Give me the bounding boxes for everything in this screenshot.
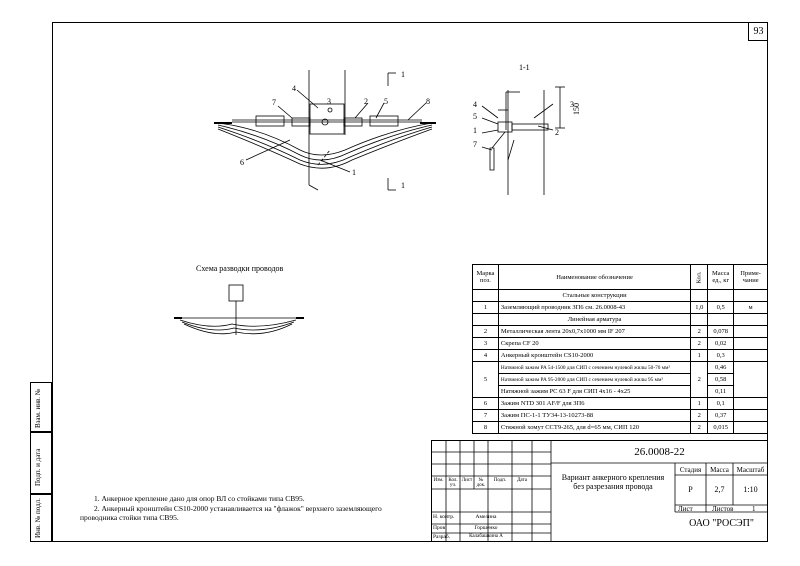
section-row: Линейная арматура xyxy=(472,313,768,326)
table-row: 5 Натяжной зажим PA 54-1500 для СИП с се… xyxy=(472,361,768,398)
table-row: 1 Заземляющий проводник ЗП6 см. 26.0008-… xyxy=(472,301,768,314)
callout-plan-3: 3 xyxy=(327,97,331,106)
callout-sec-1: 1 xyxy=(473,126,477,135)
cell-qty: 2 xyxy=(690,421,709,434)
side-box-sign-date xyxy=(30,432,52,494)
name-1: Амелина xyxy=(475,514,497,520)
note-2: 2. Анкерный кронштейн CS10-2000 устанавл… xyxy=(94,504,382,513)
cut-mark-top: 1 xyxy=(401,70,405,79)
scale-label: Масштаб xyxy=(736,466,765,474)
cell-note xyxy=(733,421,768,434)
cell-pos: 8 xyxy=(472,421,499,434)
stage-value: Р xyxy=(688,485,693,494)
callout-plan-1: 1 xyxy=(352,168,356,177)
table-row: Натяжной зажим PA 95-2000 для СИП с сече… xyxy=(473,373,768,386)
col-doc: № док. xyxy=(476,478,486,488)
callout-sec-7: 7 xyxy=(473,140,477,149)
callout-plan-8: 8 xyxy=(426,97,430,106)
callout-sec-2: 2 xyxy=(555,128,559,137)
cell-mass: 0,015 xyxy=(707,421,735,434)
col-list: Лист xyxy=(461,478,473,483)
drawing-frame xyxy=(52,22,768,542)
callout-plan-4: 4 xyxy=(292,84,296,93)
callout-sec-3: 3 xyxy=(570,100,574,109)
callout-plan-5: 5 xyxy=(384,97,388,106)
role-razrab: Разраб. xyxy=(433,534,451,540)
col-sign: Подп. xyxy=(493,478,507,483)
section-row: Стальные конструкции xyxy=(472,289,768,302)
cut-mark-bottom: 1 xyxy=(401,181,405,190)
sheet-number: 93 xyxy=(748,23,768,41)
table-row: 4 Анкерный кронштейн CS10-2000 1 0,3 xyxy=(472,349,768,362)
role-prov: Пров. xyxy=(433,525,447,531)
stage-label: Стадия xyxy=(679,466,702,474)
table-row: 8 Стяжной хомут ССТ9-265, для d=65 мм, С… xyxy=(472,421,768,434)
specification-table: Марка поз. Наименование обозначение Кол.… xyxy=(472,264,768,434)
table-header-row: Марка поз. Наименование обозначение Кол.… xyxy=(472,264,768,290)
col-izm: Изм. xyxy=(433,478,444,483)
col-kol: Кол. уч. xyxy=(448,478,458,488)
callout-sec-4: 4 xyxy=(473,100,477,109)
role-nkontr: Н. контр. xyxy=(433,514,455,520)
side-box-inv-orig xyxy=(30,494,52,542)
callout-plan-2: 2 xyxy=(364,97,368,106)
scale-value: 1:10 xyxy=(743,485,758,494)
callout-plan-7: 7 xyxy=(272,98,276,107)
diagram-title: Схема разводки проводов xyxy=(196,264,284,273)
header-mass: Масса ед., кг xyxy=(707,264,735,290)
cell-note xyxy=(733,361,768,398)
title-block xyxy=(431,440,768,542)
sheets-label: Листов xyxy=(712,505,734,513)
doc-code: 26.0008-22 xyxy=(634,446,685,458)
callout-sec-5: 5 xyxy=(473,112,477,121)
organization: ОАО "РОСЭП" xyxy=(689,518,754,529)
section-label: 1-1 xyxy=(519,63,530,72)
note-3: проводника стойки типа СВ95. xyxy=(80,513,179,522)
callout-plan-6: 6 xyxy=(240,158,244,167)
table-row: Натяжной зажим PC 63 F для СИП 4x16 - 4x… xyxy=(473,385,768,398)
sheet-label: Лист xyxy=(678,505,693,513)
doc-title: Вариант анкерного крепления без разрезан… xyxy=(561,473,665,491)
mass-value: 2,7 xyxy=(714,485,725,494)
table-row: 6 Зажим NTD 301 AF/F для ЗП6 1 0,1 xyxy=(472,397,768,410)
name-2: Горшенко xyxy=(474,525,498,531)
note-1: 1. Анкерное крепление дано для опор ВЛ с… xyxy=(94,494,305,503)
col-date: Дата xyxy=(517,478,527,483)
mass-label: Масса xyxy=(710,466,729,474)
name-3: Калабашкина А xyxy=(469,534,503,539)
side-box-inv-dup xyxy=(30,382,52,432)
cell-qty: 2 xyxy=(690,361,709,398)
sheets-value: 1 xyxy=(752,505,756,513)
